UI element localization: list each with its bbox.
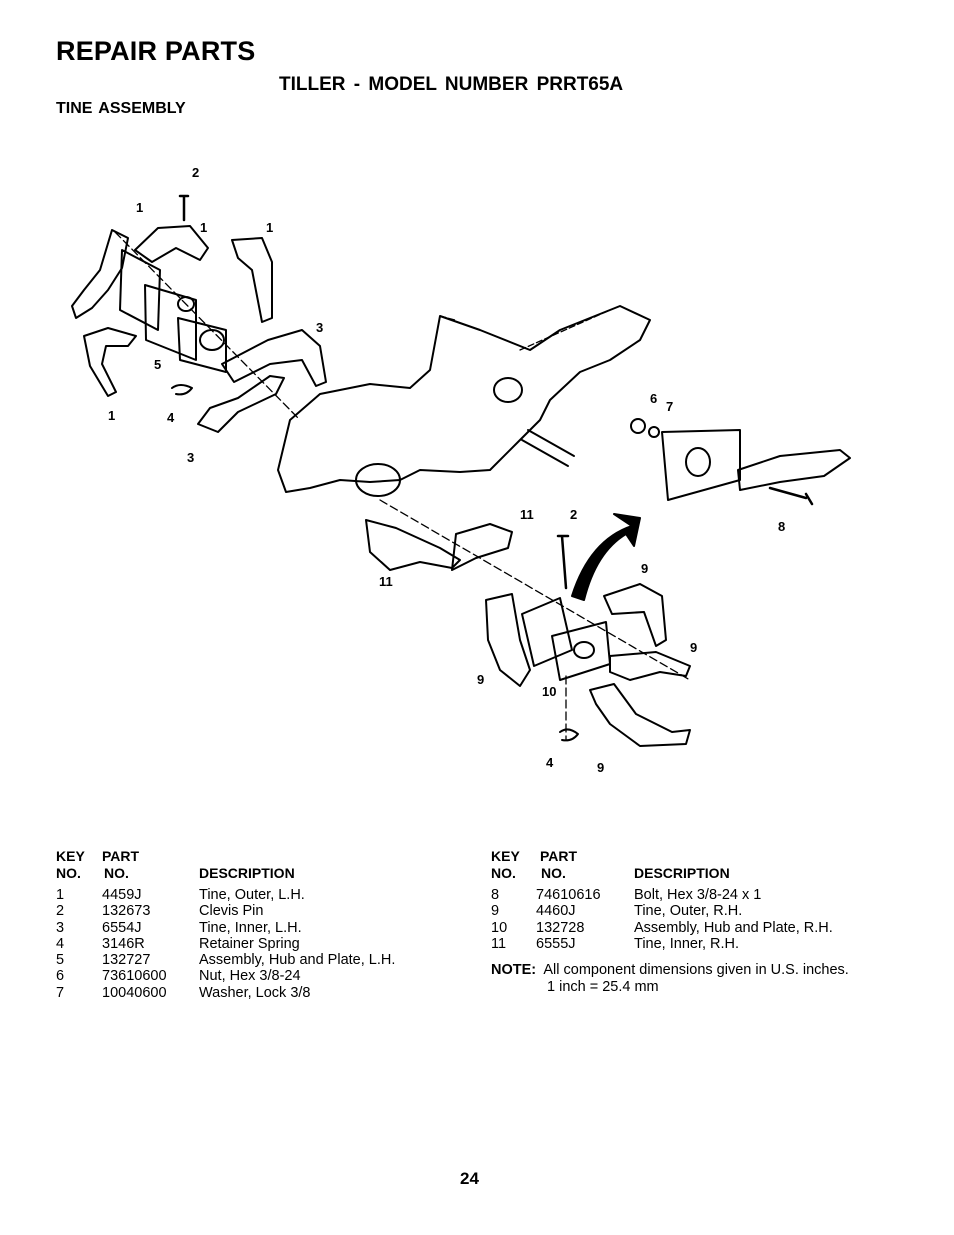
page-title: REPAIR PARTS <box>56 36 256 66</box>
key-header-bottom: NO. <box>491 864 516 881</box>
description-header: DESCRIPTION <box>634 864 730 881</box>
callout: 7 <box>666 399 673 414</box>
dimension-note: NOTE: All component dimensions given in … <box>491 962 849 995</box>
callout: 6 <box>650 391 657 406</box>
right-outer-tine-9d <box>589 683 691 747</box>
callout: 1 <box>200 220 207 235</box>
section-title: TINE ASSEMBLY <box>56 100 186 117</box>
left-retainer-spring <box>171 384 193 396</box>
callout: 11 <box>379 574 393 589</box>
note-label: NOTE: <box>491 962 537 978</box>
key-header-top: KEY <box>56 848 85 864</box>
callout: 10 <box>542 684 556 699</box>
callout: 9 <box>641 561 648 576</box>
callout: 9 <box>597 760 604 775</box>
callout: 1 <box>108 408 115 423</box>
left-inner-tine-3-top <box>221 329 327 387</box>
right-outer-tine-9a <box>603 583 667 647</box>
callout: 2 <box>570 507 577 522</box>
note-line-1: All component dimensions given in U.S. i… <box>543 962 849 978</box>
left-outer-tine-upper <box>71 229 129 319</box>
callout-labels: 2 1 1 1 3 5 1 4 3 6 7 8 11 2 11 9 9 9 10… <box>108 165 785 775</box>
right-inner-tine-upper <box>365 519 461 571</box>
part-header-top: PART <box>102 848 140 864</box>
callout: 4 <box>546 755 554 770</box>
right-retainer-spring <box>559 728 579 742</box>
right-shaft <box>521 429 575 467</box>
callout: 1 <box>266 220 273 235</box>
model-subtitle: TILLER - MODEL NUMBER PRRT65A <box>279 74 624 95</box>
callout: 3 <box>187 450 194 465</box>
left-inner-tine-3-bottom <box>197 375 285 433</box>
callout: 2 <box>192 165 199 180</box>
callout: 4 <box>167 410 175 425</box>
key-header-bottom: NO. <box>56 864 81 881</box>
rotation-arrow <box>571 513 641 601</box>
callout: 9 <box>477 672 484 687</box>
left-inner-tine-upper <box>134 225 209 263</box>
description-header: DESCRIPTION <box>199 864 295 881</box>
part-header-top: PART <box>540 848 578 864</box>
right-hub-plate <box>521 597 573 667</box>
page-number: 24 <box>460 1169 479 1188</box>
tine-assembly-diagram: 2 1 1 1 3 5 1 4 3 6 7 8 11 2 11 9 9 9 10… <box>71 165 851 775</box>
callout: 5 <box>154 357 161 372</box>
right-outer-tine-top <box>737 449 851 491</box>
left-outer-tine-lower <box>83 327 137 397</box>
part-header-bottom: NO. <box>541 864 566 881</box>
right-outer-tine-9c <box>485 593 531 687</box>
callout: 8 <box>778 519 785 534</box>
clevis-pin-top <box>178 194 190 222</box>
hex-bolt <box>768 486 814 506</box>
callout: 3 <box>316 320 323 335</box>
hex-nut <box>630 418 646 434</box>
lock-washer <box>648 426 660 438</box>
left-hub-plate <box>119 249 161 331</box>
part-header-bottom: NO. <box>104 864 129 881</box>
note-line-2: 1 inch = 25.4 mm <box>547 978 659 995</box>
callout: 11 <box>520 507 534 522</box>
clevis-pin-lower <box>556 534 570 590</box>
right-side-plate <box>661 429 741 501</box>
right-outer-tine-9b <box>609 651 691 681</box>
callout: 1 <box>136 200 143 215</box>
tiller-housing <box>277 305 651 493</box>
key-header-top: KEY <box>491 848 520 864</box>
callout: 9 <box>690 640 697 655</box>
